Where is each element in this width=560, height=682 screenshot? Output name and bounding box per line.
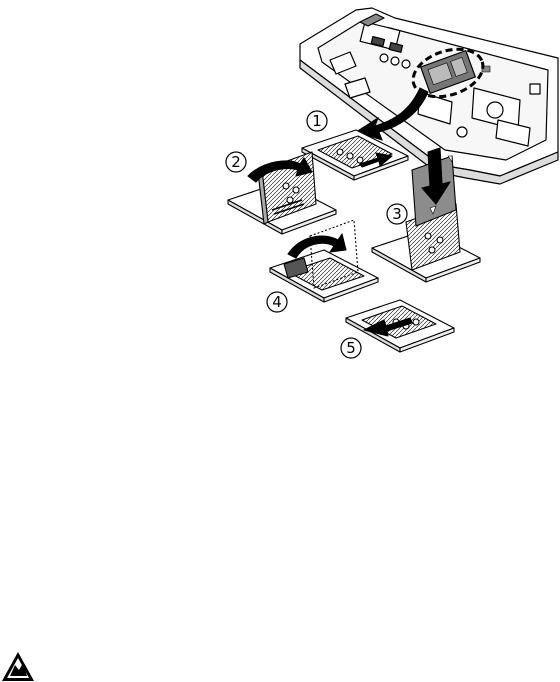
step-badge-2: 2 bbox=[226, 152, 246, 172]
sim-card-installation-illustration: 1 2 3 4 5 bbox=[0, 0, 560, 400]
step-number: 3 bbox=[392, 205, 402, 223]
step-number: 2 bbox=[231, 153, 241, 171]
warning-icon bbox=[1, 651, 35, 682]
step5-holder-illustration bbox=[346, 300, 454, 352]
step-badge-1: 1 bbox=[307, 111, 327, 131]
step-number: 4 bbox=[272, 293, 282, 311]
step-number: 5 bbox=[346, 339, 356, 357]
step-number: 1 bbox=[312, 112, 322, 130]
step-badge-3: 3 bbox=[387, 204, 407, 224]
step-badge-4: 4 bbox=[267, 292, 287, 312]
step-badge-5: 5 bbox=[341, 338, 361, 358]
